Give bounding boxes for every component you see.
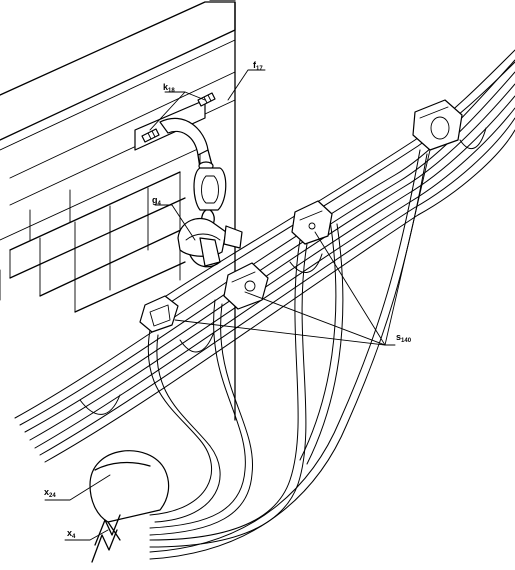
bolt-lower	[141, 128, 160, 143]
label-f17: f17	[253, 60, 263, 72]
carabiner	[193, 167, 227, 229]
drop-cables	[147, 149, 428, 560]
label-g4: g4	[152, 195, 162, 207]
label-x24: x24	[44, 487, 56, 499]
label-x4: x4	[67, 528, 76, 540]
spacer-clamp-1	[139, 295, 179, 333]
spacer-clamp-4	[412, 99, 463, 151]
bolt-upper	[197, 92, 216, 107]
spacer-clamp-3	[291, 200, 333, 245]
label-k18: k18	[163, 82, 175, 94]
spacer-clamp-2	[223, 262, 269, 310]
leader-lines	[44, 69, 431, 541]
suspension-clamp	[177, 217, 243, 268]
label-s140: s140	[396, 332, 412, 344]
wall-break	[91, 514, 121, 563]
wall-entrance-hood	[89, 450, 170, 541]
